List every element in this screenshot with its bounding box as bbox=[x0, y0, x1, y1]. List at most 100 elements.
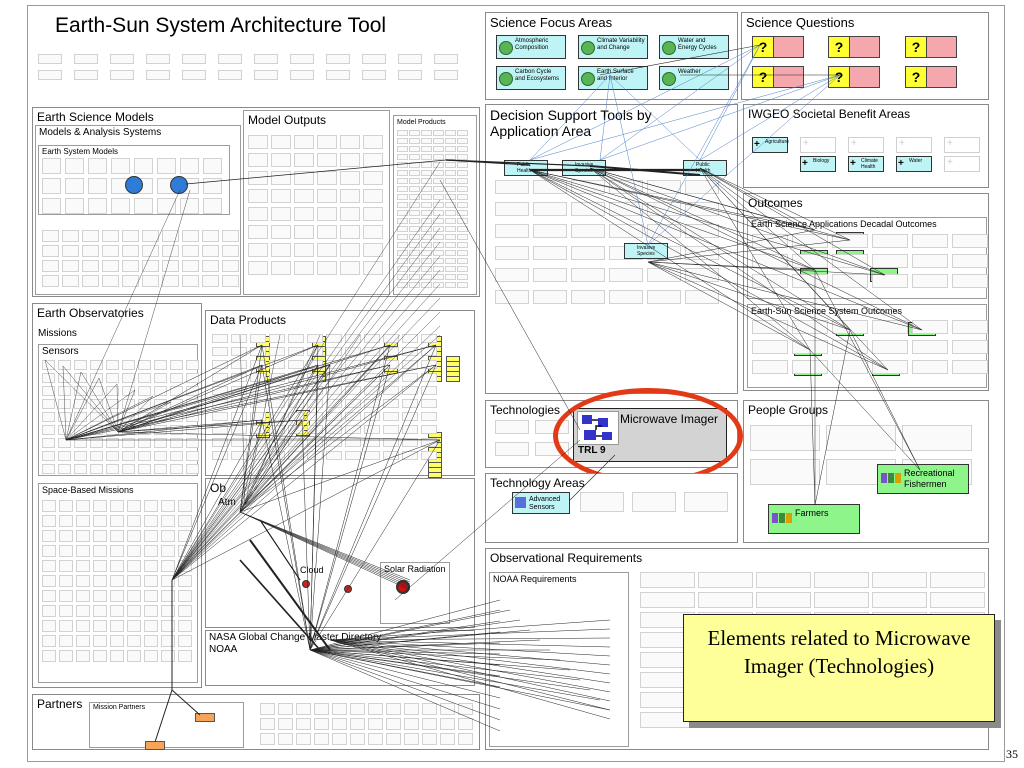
placeholder-cell bbox=[457, 282, 468, 288]
placeholder-cell bbox=[421, 266, 432, 272]
placeholder-cell bbox=[110, 560, 124, 572]
decision-tool-item[interactable]: Public Health bbox=[683, 160, 727, 176]
sfa-weather[interactable]: Weather bbox=[659, 66, 729, 90]
placeholder-cell bbox=[445, 154, 456, 160]
placeholder-cell bbox=[58, 373, 71, 383]
placeholder-cell bbox=[154, 399, 167, 409]
solar-radiation-node[interactable] bbox=[396, 580, 410, 594]
placeholder-cell bbox=[296, 718, 311, 730]
nasa-global-change-panel[interactable]: NASA Global Change Master Directory NOAA bbox=[205, 630, 475, 686]
placeholder-cell bbox=[383, 438, 399, 447]
placeholder-cell bbox=[792, 340, 828, 354]
placeholder-cell bbox=[42, 438, 55, 448]
people-group-farmers[interactable]: Farmers bbox=[768, 504, 860, 534]
placeholder-cell bbox=[127, 500, 141, 512]
placeholder-cell bbox=[383, 347, 399, 356]
placeholder-cell bbox=[59, 620, 73, 632]
placeholder-cell bbox=[421, 451, 437, 460]
solar-radiation-group[interactable]: Solar Radiation bbox=[380, 562, 450, 624]
placeholder-cell bbox=[76, 635, 90, 647]
advanced-sensors-node[interactable]: Advanced Sensors bbox=[512, 492, 570, 514]
placeholder-cell bbox=[186, 438, 199, 448]
science-question-node[interactable]: ? bbox=[828, 36, 880, 58]
model-outputs-title: Model Outputs bbox=[248, 113, 327, 127]
placeholder-cell bbox=[457, 154, 468, 160]
placeholder-cell bbox=[350, 703, 365, 715]
placeholder-cell bbox=[178, 575, 192, 587]
science-question-node[interactable]: ? bbox=[905, 66, 957, 88]
placeholder-cell bbox=[203, 158, 222, 174]
placeholder-cell bbox=[402, 386, 418, 395]
placeholder-cell bbox=[350, 733, 365, 745]
iwgeo-item[interactable]: +Agriculture bbox=[752, 137, 789, 153]
placeholder-cell bbox=[127, 590, 141, 602]
observable-node[interactable] bbox=[344, 585, 352, 593]
partner-node[interactable] bbox=[195, 713, 215, 722]
placeholder-cell bbox=[59, 530, 73, 542]
sfa-water-energy[interactable]: Water and Energy Cycles bbox=[659, 35, 729, 59]
placeholder-cell bbox=[445, 162, 456, 168]
iwgeo-item[interactable]: +Water bbox=[896, 156, 932, 172]
partner-node[interactable] bbox=[145, 741, 165, 750]
science-question-node[interactable]: ? bbox=[828, 66, 880, 88]
decision-tool-item[interactable]: Invasive Species bbox=[624, 243, 668, 259]
iwgeo-item-label: Biology bbox=[813, 158, 830, 164]
iwgeo-item[interactable]: +Biology bbox=[800, 156, 836, 172]
missions-title: Missions bbox=[38, 328, 77, 339]
placeholder-cell bbox=[203, 178, 222, 194]
placeholder-cell bbox=[254, 70, 278, 80]
placeholder-cell bbox=[271, 171, 291, 185]
placeholder-cell bbox=[186, 464, 199, 474]
partners-title: Partners bbox=[37, 697, 83, 711]
placeholder-cell bbox=[127, 635, 141, 647]
decision-tool-item[interactable]: Public Health bbox=[504, 160, 548, 176]
science-question-node[interactable]: ? bbox=[752, 36, 804, 58]
iwgeo-placeholder: + bbox=[944, 156, 980, 172]
placeholder-cell bbox=[170, 360, 183, 370]
science-focus-areas-title: Science Focus Areas bbox=[490, 15, 613, 30]
placeholder-cell bbox=[363, 135, 383, 149]
science-question-node[interactable]: ? bbox=[752, 66, 804, 88]
noaa-requirements-group[interactable]: NOAA Requirements bbox=[489, 572, 629, 747]
placeholder-cell bbox=[269, 438, 285, 447]
placeholder-cell bbox=[363, 207, 383, 221]
placeholder-cell bbox=[409, 274, 420, 280]
decision-tool-item[interactable]: Invasive Species bbox=[562, 160, 606, 176]
placeholder-cell bbox=[458, 703, 473, 715]
mission-partners-group[interactable]: Mission Partners bbox=[89, 702, 244, 748]
globe-model-icon[interactable] bbox=[170, 176, 188, 194]
science-question-node[interactable]: ? bbox=[905, 36, 957, 58]
placeholder-cell bbox=[397, 202, 408, 208]
placeholder-cell bbox=[93, 515, 107, 527]
placeholder-cell bbox=[457, 218, 468, 224]
sfa-carbon-cycle[interactable]: Carbon Cycle and Ecosystems bbox=[496, 66, 566, 90]
people-group-recreational-fishermen[interactable]: Recreational Fishermen bbox=[877, 464, 969, 494]
placeholder-cell bbox=[364, 451, 380, 460]
placeholder-cell bbox=[186, 360, 199, 370]
placeholder-cell bbox=[106, 425, 119, 435]
placeholder-cell bbox=[278, 733, 293, 745]
placeholder-cell bbox=[74, 425, 87, 435]
sfa-earth-surface[interactable]: Earth Surface and Interior bbox=[578, 66, 648, 90]
iwgeo-item[interactable]: +Climate Health bbox=[848, 156, 884, 172]
placeholder-cell bbox=[111, 158, 130, 174]
globe-model-icon[interactable] bbox=[125, 176, 143, 194]
placeholder-cell bbox=[685, 202, 719, 216]
placeholder-cell bbox=[756, 592, 811, 608]
placeholder-cell bbox=[42, 605, 56, 617]
placeholder-cell bbox=[409, 162, 420, 168]
placeholder-cell bbox=[684, 492, 728, 512]
placeholder-cell bbox=[421, 154, 432, 160]
placeholder-cell bbox=[178, 560, 192, 572]
placeholder-cell bbox=[59, 605, 73, 617]
sfa-atmospheric-composition[interactable]: Atmospheric Composition bbox=[496, 35, 566, 59]
data-product-node[interactable] bbox=[446, 356, 460, 382]
placeholder-cell bbox=[533, 180, 567, 194]
placeholder-cell bbox=[231, 399, 247, 408]
placeholder-cell bbox=[42, 464, 55, 474]
placeholder-cell bbox=[212, 438, 228, 447]
placeholder-cell bbox=[138, 451, 151, 461]
observable-node[interactable] bbox=[302, 580, 310, 588]
plus-icon: + bbox=[898, 158, 904, 169]
sfa-climate-variability[interactable]: Climate Variability and Change bbox=[578, 35, 648, 59]
